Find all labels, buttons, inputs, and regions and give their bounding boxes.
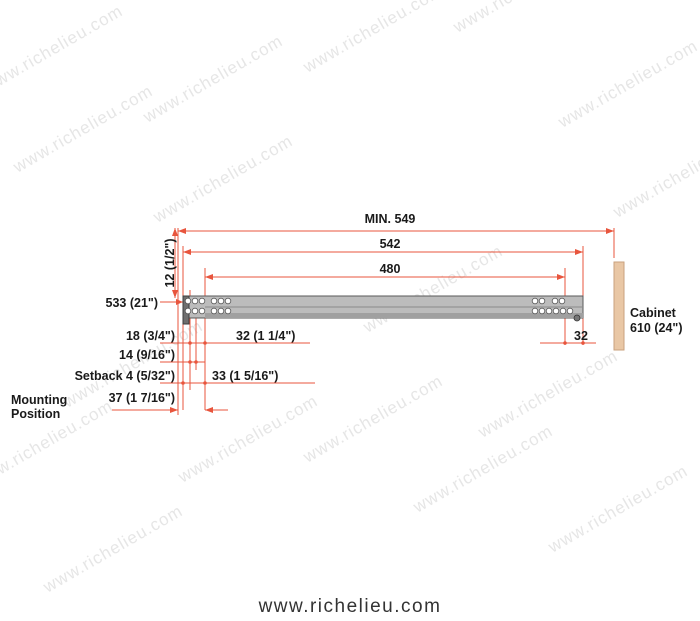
arrowhead [205,274,213,280]
arrowhead [178,228,186,234]
arrowhead [176,299,183,305]
arrowhead [575,249,583,255]
drawer-slide [182,295,584,325]
label-setback: Setback 4 (5/32") [74,369,175,383]
dimension-dot [581,341,585,345]
dimension-dot [203,341,207,345]
dimension-dot [563,341,567,345]
arrowhead [172,290,178,298]
label-18: 18 (3/4") [125,329,175,343]
arrowhead [170,407,178,413]
label-14: 14 (9/16") [119,348,175,362]
dimension-dot [194,360,198,364]
slide-lower-member [205,313,583,318]
dimension-dot [203,381,207,385]
dimension-dot [181,381,185,385]
label-12-half-inch: 12 (1/2") [163,238,177,288]
mounting-holes-front [184,297,232,315]
dimension-dot [188,360,192,364]
dimension-dot [188,341,192,345]
arrowhead [183,249,191,255]
mounting-holes-rear [531,297,574,315]
cabinet-side-panel [613,261,625,351]
label-32-rear: 32 [574,329,588,343]
arrowhead [205,407,213,413]
label-cabinet: Cabinet [630,306,676,320]
arrowhead [172,228,178,236]
label-533: 533 (21") [105,296,158,310]
label-32-first: 32 (1 1/4") [236,329,296,343]
arrowhead [557,274,565,280]
rear-roller [573,314,581,322]
label-33: 33 (1 5/16") [212,369,279,383]
label-min-549: MIN. 549 [364,212,416,226]
arrowhead [606,228,614,234]
label-position: Position [11,407,61,419]
label-480: 480 [379,262,401,276]
label-37: 37 (1 7/16") [108,391,175,405]
label-cabinet-depth: 610 (24") [630,321,683,335]
label-542: 542 [379,237,401,251]
label-mounting: Mounting [11,393,68,407]
footer-website-url: www.richelieu.com [258,596,442,617]
